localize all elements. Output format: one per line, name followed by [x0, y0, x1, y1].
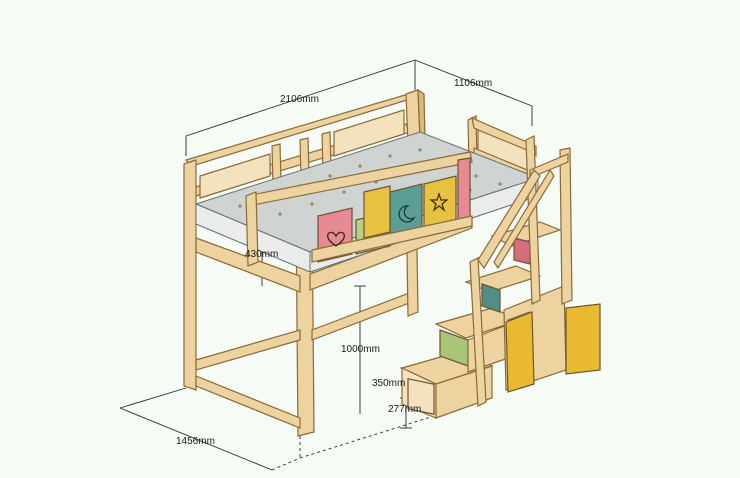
depth-bottom-label: 1456mm	[176, 436, 215, 447]
staircase-cabinet	[400, 135, 601, 419]
star-icon	[429, 192, 449, 212]
step-bottom-label: 277mm	[388, 404, 421, 415]
depth-top-label: 1106mm	[454, 78, 492, 89]
front-guard	[245, 151, 473, 267]
step-height-label: 350mm	[372, 378, 405, 389]
under-height-label: 1000mm	[341, 344, 380, 355]
moon-icon	[398, 205, 416, 223]
length-label: 2106mm	[280, 94, 319, 105]
heart-icon	[327, 231, 345, 247]
rail-height-label: 430mm	[245, 249, 278, 260]
dimension-labels: 2106mm 1106mm 1456mm 430mm 1000mm 350mm …	[176, 78, 492, 447]
